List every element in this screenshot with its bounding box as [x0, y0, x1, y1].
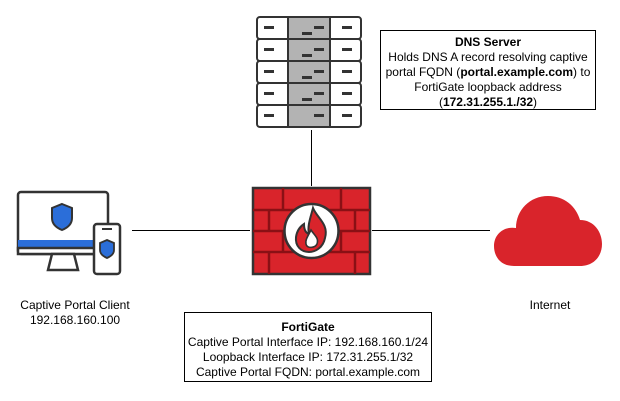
client-label: Captive Portal Client 192.168.160.100 — [0, 298, 150, 328]
fortigate-firewall-icon — [251, 186, 372, 276]
internet-label: Internet — [529, 298, 571, 312]
fortigate-internet-link — [372, 230, 490, 231]
dns-server-line2: portal FQDN (portal.example.com) to — [385, 65, 591, 79]
dns-server-title: DNS Server — [454, 35, 522, 49]
client-name: Captive Portal Client — [20, 298, 130, 312]
fortigate-line1: Captive Portal Interface IP: 192.168.160… — [187, 335, 429, 349]
client-devices-icon — [16, 190, 128, 280]
server-icon — [254, 14, 364, 130]
client-ip: 192.168.160.100 — [29, 313, 121, 327]
server-fortigate-link — [311, 130, 312, 186]
fortigate-box: FortiGate Captive Portal Interface IP: 1… — [184, 312, 432, 382]
dns-server-line1: Holds DNS A record resolving captive — [388, 50, 588, 64]
dns-server-line4: (172.31.255.1./32) — [438, 95, 538, 109]
cloud-icon — [490, 188, 606, 270]
client-fortigate-link — [132, 230, 250, 231]
dns-server-box: DNS Server Holds DNS A record resolving … — [380, 30, 596, 110]
fortigate-title: FortiGate — [281, 320, 335, 334]
fortigate-line2: Loopback Interface IP: 172.31.255.1/32 — [202, 350, 414, 364]
dns-server-line3: FortiGate loopback address — [414, 80, 562, 94]
fortigate-line3: Captive Portal FQDN: portal.example.com — [195, 365, 421, 379]
